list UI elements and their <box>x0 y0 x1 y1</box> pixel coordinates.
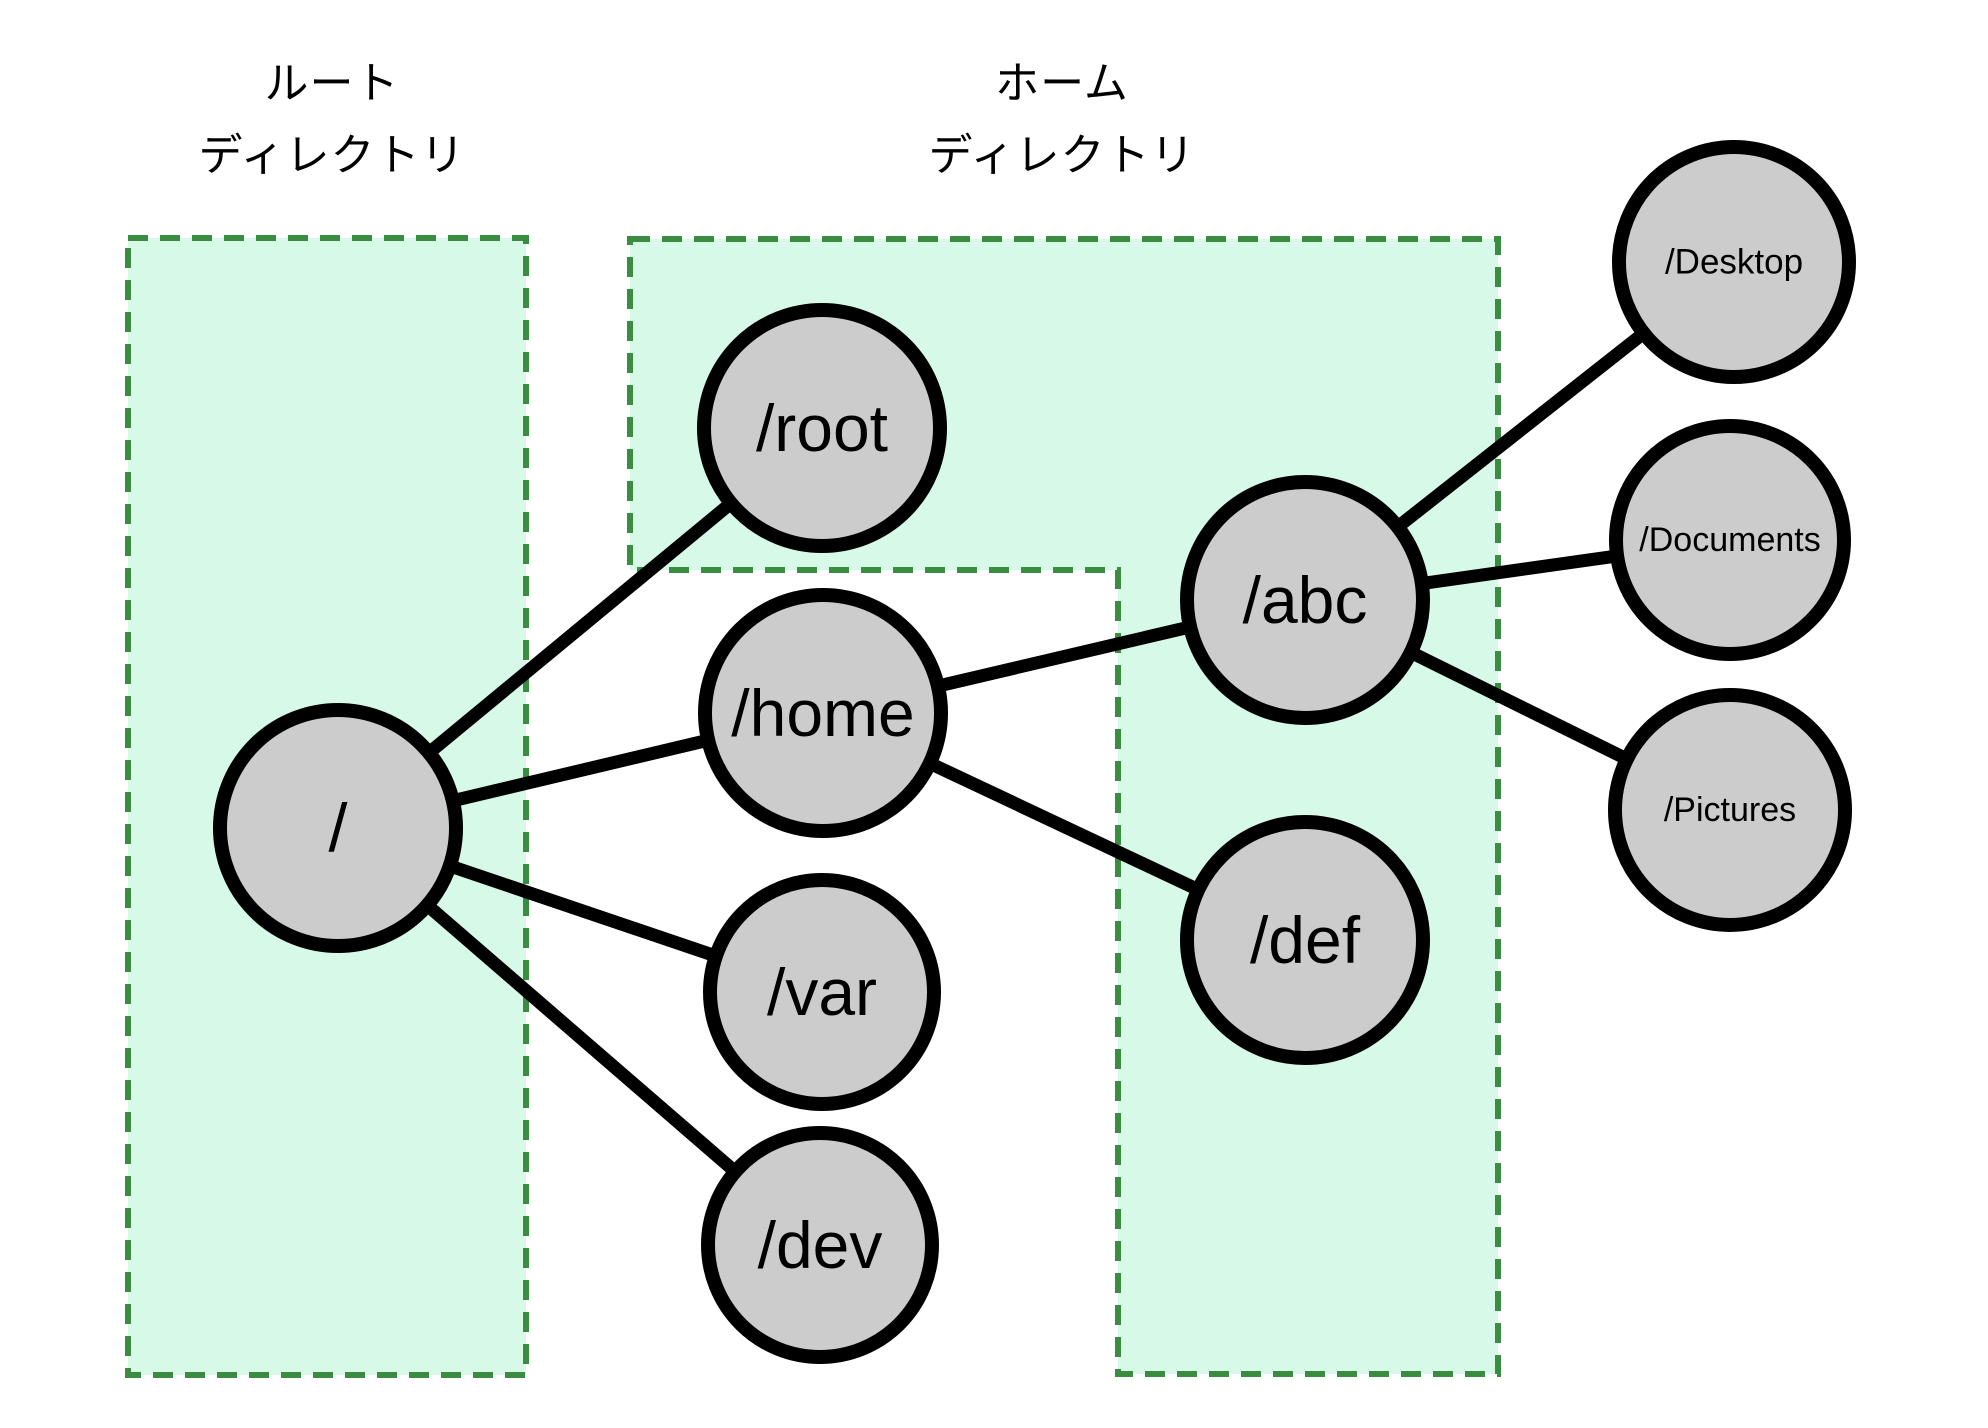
home-directory-label-line1: ホーム <box>995 59 1129 108</box>
node-abc: /abc <box>1180 475 1430 725</box>
node-documents: /Documents <box>1609 419 1851 661</box>
node-home-circle <box>698 588 948 838</box>
root-directory-label-line2: ディレクトリ <box>198 131 466 180</box>
node-abc-label: /abc <box>1243 563 1368 637</box>
node-root-circle <box>697 303 947 553</box>
root-directory-label: ルート ディレクトリ <box>199 48 466 192</box>
node-var: /var <box>703 873 941 1111</box>
node-def: /def <box>1180 815 1430 1065</box>
node-fs-root-label: / <box>329 790 348 866</box>
node-def-circle <box>1180 815 1430 1065</box>
node-documents-label: /Documents <box>1639 521 1820 559</box>
node-pictures-label: /Pictures <box>1664 791 1796 829</box>
node-desktop: /Desktop <box>1612 140 1856 384</box>
node-pictures-circle <box>1608 688 1852 932</box>
node-home-label: /home <box>731 676 914 750</box>
node-root-label: /root <box>756 391 888 465</box>
node-desktop-label: /Desktop <box>1665 243 1803 282</box>
node-dev-label: /dev <box>758 1208 883 1282</box>
node-fs-root: / <box>213 703 463 953</box>
node-dev: /dev <box>701 1126 939 1364</box>
node-documents-circle <box>1609 419 1851 661</box>
root-directory-label-line1: ルート <box>264 59 400 108</box>
node-abc-circle <box>1180 475 1430 725</box>
node-root: /root <box>697 303 947 553</box>
node-pictures: /Pictures <box>1608 688 1852 932</box>
node-var-label: /var <box>767 955 877 1029</box>
node-var-circle <box>703 873 941 1111</box>
node-dev-circle <box>701 1126 939 1364</box>
node-home: /home <box>698 588 948 838</box>
node-desktop-circle <box>1612 140 1856 384</box>
home-directory-label: ホーム ディレクトリ <box>929 48 1196 192</box>
home-directory-label-line2: ディレクトリ <box>928 131 1196 180</box>
node-fs-root-circle <box>213 703 463 953</box>
node-def-label: /def <box>1250 903 1361 977</box>
